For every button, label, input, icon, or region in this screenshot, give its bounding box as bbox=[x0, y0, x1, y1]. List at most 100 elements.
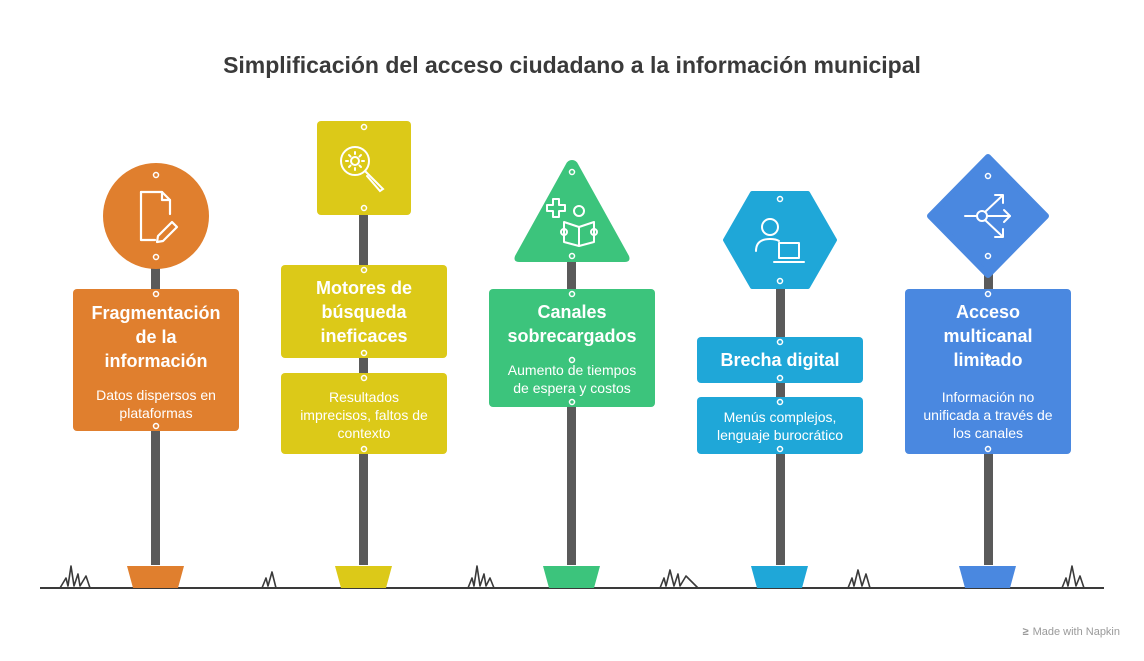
grass-tuft bbox=[261, 571, 277, 589]
title-panel bbox=[73, 289, 239, 431]
description-panel bbox=[697, 397, 863, 454]
rivet bbox=[776, 445, 784, 453]
title-panel bbox=[281, 265, 447, 358]
rivet bbox=[568, 356, 576, 364]
rivet bbox=[776, 374, 784, 382]
pole-base bbox=[751, 566, 808, 588]
sign-desc-acceso: Información no unificada a través de los… bbox=[905, 386, 1071, 444]
sign-canales bbox=[489, 160, 655, 588]
sign-desc-line: lenguaje burocrático bbox=[716, 427, 844, 443]
rivet bbox=[152, 253, 160, 261]
sign-title-canales: Canales sobrecargados bbox=[489, 299, 655, 349]
icon-triangle-sign bbox=[514, 160, 630, 262]
rivet bbox=[984, 252, 992, 260]
rivet bbox=[776, 195, 784, 203]
rivet bbox=[776, 338, 784, 346]
rivet bbox=[568, 290, 576, 298]
rivet bbox=[360, 266, 368, 274]
sign-desc-line: unificada a través de bbox=[923, 407, 1053, 423]
document-edit-icon bbox=[139, 190, 179, 244]
rivet bbox=[568, 252, 576, 260]
rivet bbox=[152, 422, 160, 430]
sign-desc-line: Menús complejos, bbox=[723, 409, 837, 425]
description-panel bbox=[281, 373, 447, 454]
sign-desc-line: Datos dispersos en bbox=[96, 387, 216, 403]
grass-tuft bbox=[467, 565, 495, 589]
sign-title-line: multicanal bbox=[943, 326, 1033, 346]
sign-acceso bbox=[905, 154, 1071, 588]
user-laptop-icon bbox=[755, 218, 805, 263]
grass-tuft bbox=[659, 569, 699, 589]
rivet bbox=[360, 445, 368, 453]
watermark: ≥ Made with Napkin bbox=[1023, 626, 1120, 638]
rivet bbox=[152, 290, 160, 298]
rivet bbox=[984, 354, 992, 362]
rivet bbox=[360, 374, 368, 382]
rivet bbox=[152, 171, 160, 179]
rivet bbox=[776, 398, 784, 406]
pole-base bbox=[335, 566, 392, 588]
rivet bbox=[360, 204, 368, 212]
grass-tufts bbox=[59, 565, 1085, 589]
title-panel bbox=[905, 289, 1071, 454]
sign-desc-line: los canales bbox=[952, 425, 1024, 441]
sign-brecha bbox=[697, 191, 863, 588]
sign-title-line: ineficaces bbox=[320, 326, 408, 346]
rivet bbox=[984, 445, 992, 453]
sign-desc-line: contexto bbox=[337, 425, 391, 441]
watermark-text: Made with Napkin bbox=[1032, 626, 1120, 638]
sign-desc-line: imprecisos, faltos de bbox=[300, 407, 428, 423]
sign-title-line: de la bbox=[135, 327, 177, 347]
sign-desc-line: plataformas bbox=[119, 405, 193, 421]
sign-title-brecha: Brecha digital bbox=[697, 337, 863, 383]
sign-desc-line: Información no bbox=[941, 389, 1035, 405]
icon-circle-sign bbox=[103, 163, 209, 269]
rivet bbox=[568, 398, 576, 406]
grass-tuft bbox=[59, 565, 91, 589]
rivet bbox=[984, 290, 992, 298]
pole-base bbox=[959, 566, 1016, 588]
sign-desc-brecha: Menús complejos, lenguaje burocrático bbox=[697, 406, 863, 446]
grass-tuft bbox=[1061, 565, 1085, 589]
rivet bbox=[360, 123, 368, 131]
icon-hexagon-sign bbox=[723, 191, 837, 289]
sign-desc-canales: Aumento de tiempos de espera y costos bbox=[489, 360, 655, 398]
pole bbox=[567, 258, 576, 565]
sign-title-acceso: Acceso multicanal limitado bbox=[905, 298, 1071, 374]
rivet bbox=[776, 277, 784, 285]
sign-desc-motores: Resultados imprecisos, faltos de context… bbox=[281, 386, 447, 444]
title-panel bbox=[489, 289, 655, 407]
grass-tuft bbox=[847, 569, 871, 589]
gear-search-icon bbox=[340, 146, 385, 193]
napkin-logo-icon: ≥ bbox=[1022, 626, 1029, 638]
icon-square-sign bbox=[317, 121, 411, 215]
sign-title-line: sobrecargados bbox=[507, 326, 637, 346]
sign-fragmentacion bbox=[73, 163, 239, 588]
pole-base bbox=[543, 566, 600, 588]
reader-plus-icon bbox=[546, 198, 598, 247]
sign-title-line: limitado bbox=[953, 350, 1023, 370]
sign-title-fragmentacion: Fragmentación de la información bbox=[73, 298, 239, 376]
sign-desc-fragmentacion: Datos dispersos en plataformas bbox=[73, 384, 239, 424]
rivet bbox=[568, 168, 576, 176]
split-arrows-icon bbox=[964, 194, 1011, 238]
sign-title-line: búsqueda bbox=[321, 302, 407, 322]
sign-title-line: Motores de bbox=[315, 278, 412, 298]
sign-desc-line: Resultados bbox=[328, 389, 400, 405]
sign-title-line: Brecha digital bbox=[720, 350, 840, 370]
title-panel bbox=[697, 337, 863, 383]
sign-title-line: Fragmentación bbox=[91, 303, 221, 323]
sign-title-line: información bbox=[104, 351, 208, 371]
page-title: Simplificación del acceso ciudadano a la… bbox=[223, 52, 921, 78]
pole-base bbox=[127, 566, 184, 588]
rivet bbox=[984, 172, 992, 180]
sign-title-line: Canales bbox=[537, 302, 607, 322]
sign-title-motores: Motores de búsqueda ineficaces bbox=[281, 274, 447, 350]
rivet bbox=[360, 349, 368, 357]
sign-title-line: Acceso bbox=[955, 302, 1021, 322]
sign-desc-line: Aumento de tiempos bbox=[507, 362, 637, 378]
sign-motores bbox=[281, 121, 447, 588]
sign-desc-line: de espera y costos bbox=[513, 380, 631, 396]
